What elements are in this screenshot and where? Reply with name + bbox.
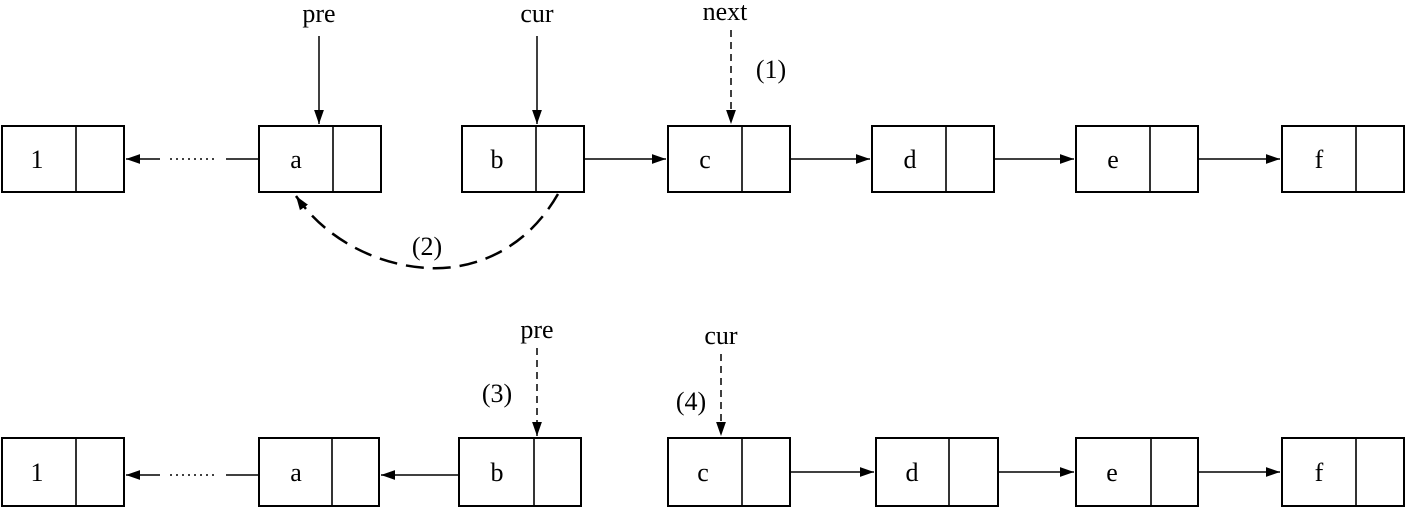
step-label-1: (1): [756, 55, 786, 84]
pointer-label-cur-new: cur: [704, 321, 738, 350]
bottom-node-e: e: [1075, 437, 1199, 507]
reverse-link-curve: [294, 193, 560, 270]
bottom-node-b: b: [458, 437, 582, 507]
bottom-node-f: f: [1281, 437, 1405, 507]
bottom-node-d: d: [875, 437, 999, 507]
node-value: b: [491, 458, 504, 487]
pointer-label-next: next: [703, 0, 749, 26]
node-value: 1: [31, 458, 44, 487]
top-node-b: b: [461, 125, 585, 193]
pointer-label-pre-new: pre: [520, 315, 553, 344]
top-node-e: e: [1075, 125, 1199, 193]
bottom-node-1: 1: [1, 437, 125, 507]
step-label-2: (2): [412, 232, 442, 261]
top-node-a: a: [258, 125, 382, 193]
bottom-node-c: c: [667, 437, 791, 507]
node-value: 1: [31, 145, 44, 174]
top-node-c: c: [667, 125, 791, 193]
top-node-1: 1: [1, 125, 125, 193]
pointer-label-pre: pre: [302, 0, 335, 28]
step-label-3: (3): [482, 379, 512, 408]
node-value: e: [1106, 458, 1118, 487]
bottom-node-a: a: [258, 437, 380, 507]
node-value: a: [290, 458, 302, 487]
step-label-4: (4): [676, 387, 706, 416]
node-value: d: [904, 145, 917, 174]
node-value: c: [699, 145, 711, 174]
node-value: f: [1315, 145, 1324, 174]
node-value: f: [1315, 458, 1324, 487]
node-value: d: [906, 458, 919, 487]
node-value: c: [697, 458, 709, 487]
top-node-d: d: [871, 125, 995, 193]
node-value: a: [290, 145, 302, 174]
node-value: e: [1107, 145, 1119, 174]
node-value: b: [491, 145, 504, 174]
pointer-label-cur: cur: [520, 0, 554, 28]
top-node-f: f: [1281, 125, 1405, 193]
